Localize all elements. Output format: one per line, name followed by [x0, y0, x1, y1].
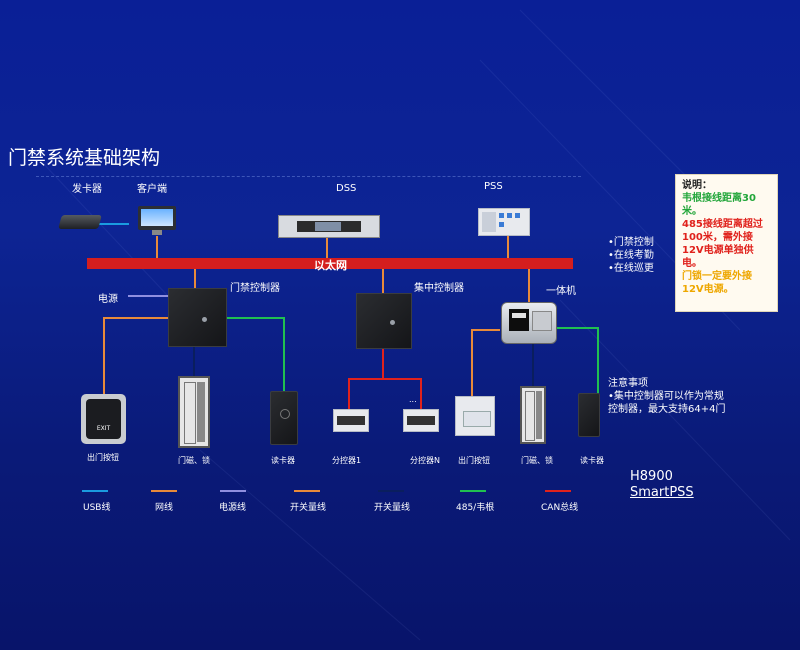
door-lock-label: 门磁、锁 [178, 456, 210, 465]
legend-swatch [220, 490, 246, 492]
card-issuer-label: 发卡器 [72, 184, 102, 195]
legend-label: 网线 [155, 503, 174, 513]
note-box: 说明： 韦根接线距离30米。 485接线距离超过100米，需外接12V电源单独供… [675, 174, 778, 312]
exit-button-label: 出门按钮 [87, 453, 119, 462]
sub-controller-n-label: 分控器N [410, 456, 440, 465]
legend-label: 开关量线 [374, 503, 411, 513]
feature-item: •在线考勤 [608, 250, 654, 261]
page-title: 门禁系统基础架构 [8, 147, 161, 169]
ellipsis: ... [409, 395, 417, 404]
exit-button-switch-line [103, 317, 170, 394]
pss-label: PSS [484, 181, 503, 192]
sub-controller-1-label: 分控器1 [332, 456, 362, 465]
dss-server [278, 215, 380, 238]
door-lock-device [178, 376, 210, 448]
legend-item [545, 490, 571, 492]
exit-button-device: EXIT [81, 394, 126, 444]
legend-label: 开关量线 [290, 503, 327, 513]
central-controller-box [356, 293, 412, 349]
legend-item [460, 490, 486, 492]
reader-2-wiegand-line [557, 327, 599, 394]
all-in-one-terminal [501, 302, 557, 344]
note-485: 485接线距离超过100米，需外接12V电源单独供电。 [682, 219, 763, 269]
legend-label: 485/韦根 [456, 503, 495, 513]
legend-item [82, 490, 108, 492]
card-reader-2-device [578, 393, 600, 437]
ethernet-bar [87, 258, 573, 269]
legend-item [151, 490, 177, 492]
door-controller-label: 门禁控制器 [230, 283, 280, 294]
dss-label: DSS [336, 183, 357, 194]
feature-list: •门禁控制 •在线考勤 •在线巡更 [608, 236, 654, 275]
legend-swatch [294, 490, 320, 492]
legend-label: USB线 [83, 503, 111, 513]
reader-wiegand-line [226, 317, 285, 392]
power-label: 电源 [98, 294, 118, 305]
notes: 注意事项 •集中控制器可以作为常规 控制器，最大支持64+4门 [608, 377, 725, 416]
pss-screen [478, 208, 530, 236]
product-info: H8900 SmartPSS [630, 469, 694, 501]
notes-line: 控制器，最大支持64+4门 [608, 404, 726, 415]
legend-item [378, 490, 404, 492]
exit-button-2-switch-line [471, 329, 500, 396]
card-reader-2-label: 读卡器 [580, 456, 604, 465]
central-controller-label: 集中控制器 [414, 283, 464, 294]
sub-controller-n-device [403, 409, 439, 432]
product-model: H8900 [630, 469, 673, 484]
can-bus-line [348, 378, 422, 409]
legend-label: 电源线 [219, 503, 247, 513]
feature-item: •门禁控制 [608, 237, 654, 248]
sub-controller-1-device [333, 409, 369, 432]
title-separator [36, 176, 581, 177]
door-lock-2-label: 门磁、锁 [521, 456, 553, 465]
door-lock-2-device [520, 386, 546, 444]
exit-button-2-device [455, 396, 495, 436]
notes-title: 注意事项 [608, 378, 648, 389]
all-in-one-label: 一体机 [546, 286, 576, 297]
feature-item: •在线巡更 [608, 263, 654, 274]
product-software: SmartPSS [630, 485, 694, 500]
card-reader-device [270, 391, 298, 445]
legend-item [220, 490, 246, 492]
client-label: 客户端 [137, 184, 167, 195]
legend-item [294, 490, 320, 492]
card-reader-label: 读卡器 [271, 456, 295, 465]
door-controller-box [168, 288, 227, 347]
note-title: 说明： [682, 180, 712, 191]
notes-line: •集中控制器可以作为常规 [608, 391, 724, 402]
legend-swatch [82, 490, 108, 492]
legend-swatch [378, 490, 404, 492]
ethernet-label: 以太网 [314, 259, 347, 272]
legend-swatch [545, 490, 571, 492]
card-issuer-device [58, 210, 102, 232]
legend-swatch [460, 490, 486, 492]
exit-label: EXIT [96, 425, 111, 432]
exit-button-2-label: 出门按钮 [458, 456, 490, 465]
legend-swatch [151, 490, 177, 492]
note-wiegand: 韦根接线距离30米。 [682, 193, 756, 217]
client-computer [138, 206, 176, 236]
note-lock: 门锁一定要外接12V电源。 [682, 271, 752, 295]
legend-label: CAN总线 [541, 503, 579, 513]
